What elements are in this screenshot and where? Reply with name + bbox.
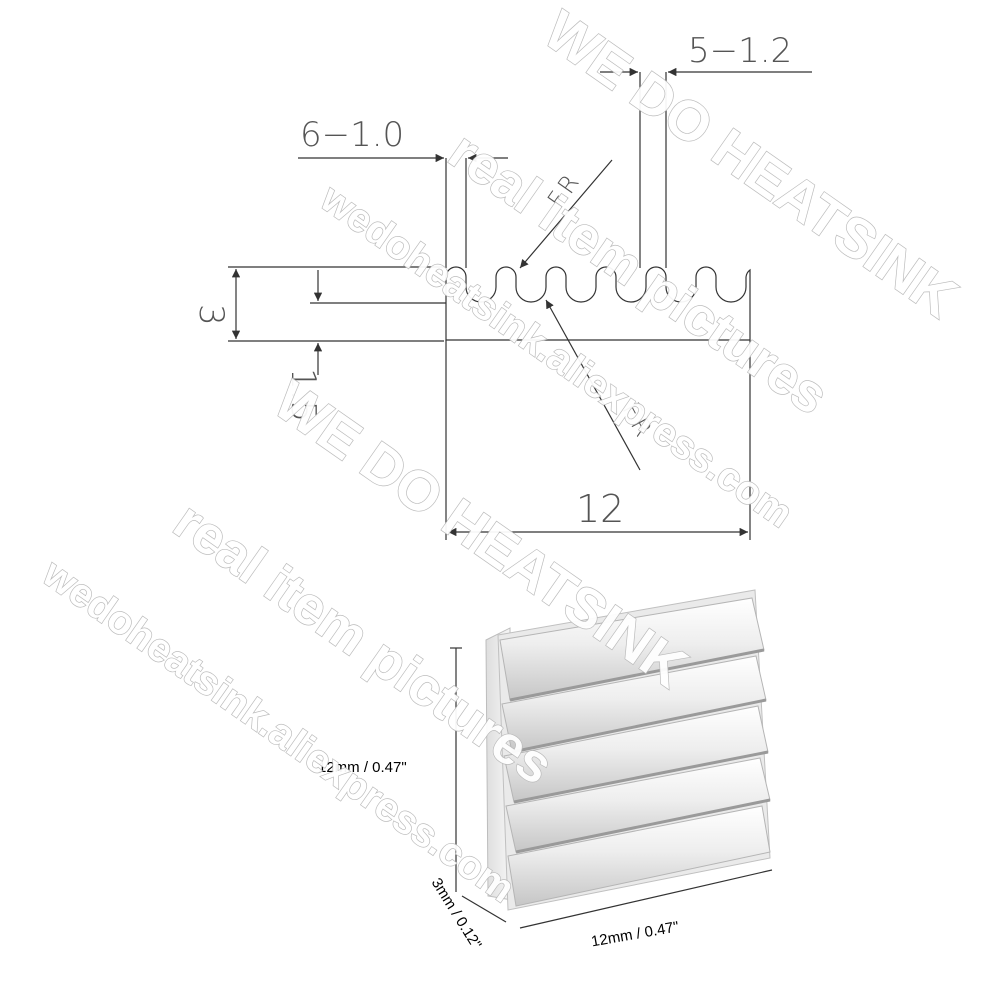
watermarks: WE DO HEATSINK real item pictures wedohe… [33,0,969,912]
product-height-label: 12mm / 0.47" [318,759,407,776]
fillet-bottom-leader [545,299,641,471]
product-width-label: 12mm / 0.47" [590,918,680,950]
fillet-top-leader [519,159,613,269]
height-total-label: 3 [191,304,231,326]
product-thickness-line [461,895,507,923]
heatsink-profile [445,266,751,341]
heatsink-fins [499,597,771,907]
fin-spacing-label: 5−1.2 [688,31,792,71]
width-label: 12 [576,487,624,531]
base-height-label: 1.5 [283,368,323,422]
heatsink-illustration: 12mm / 0.47" 12mm / 0.47" 3mm / 0.12" [318,589,773,952]
fin-width-label: 6−1.0 [300,115,404,155]
product-width-line [519,869,773,929]
